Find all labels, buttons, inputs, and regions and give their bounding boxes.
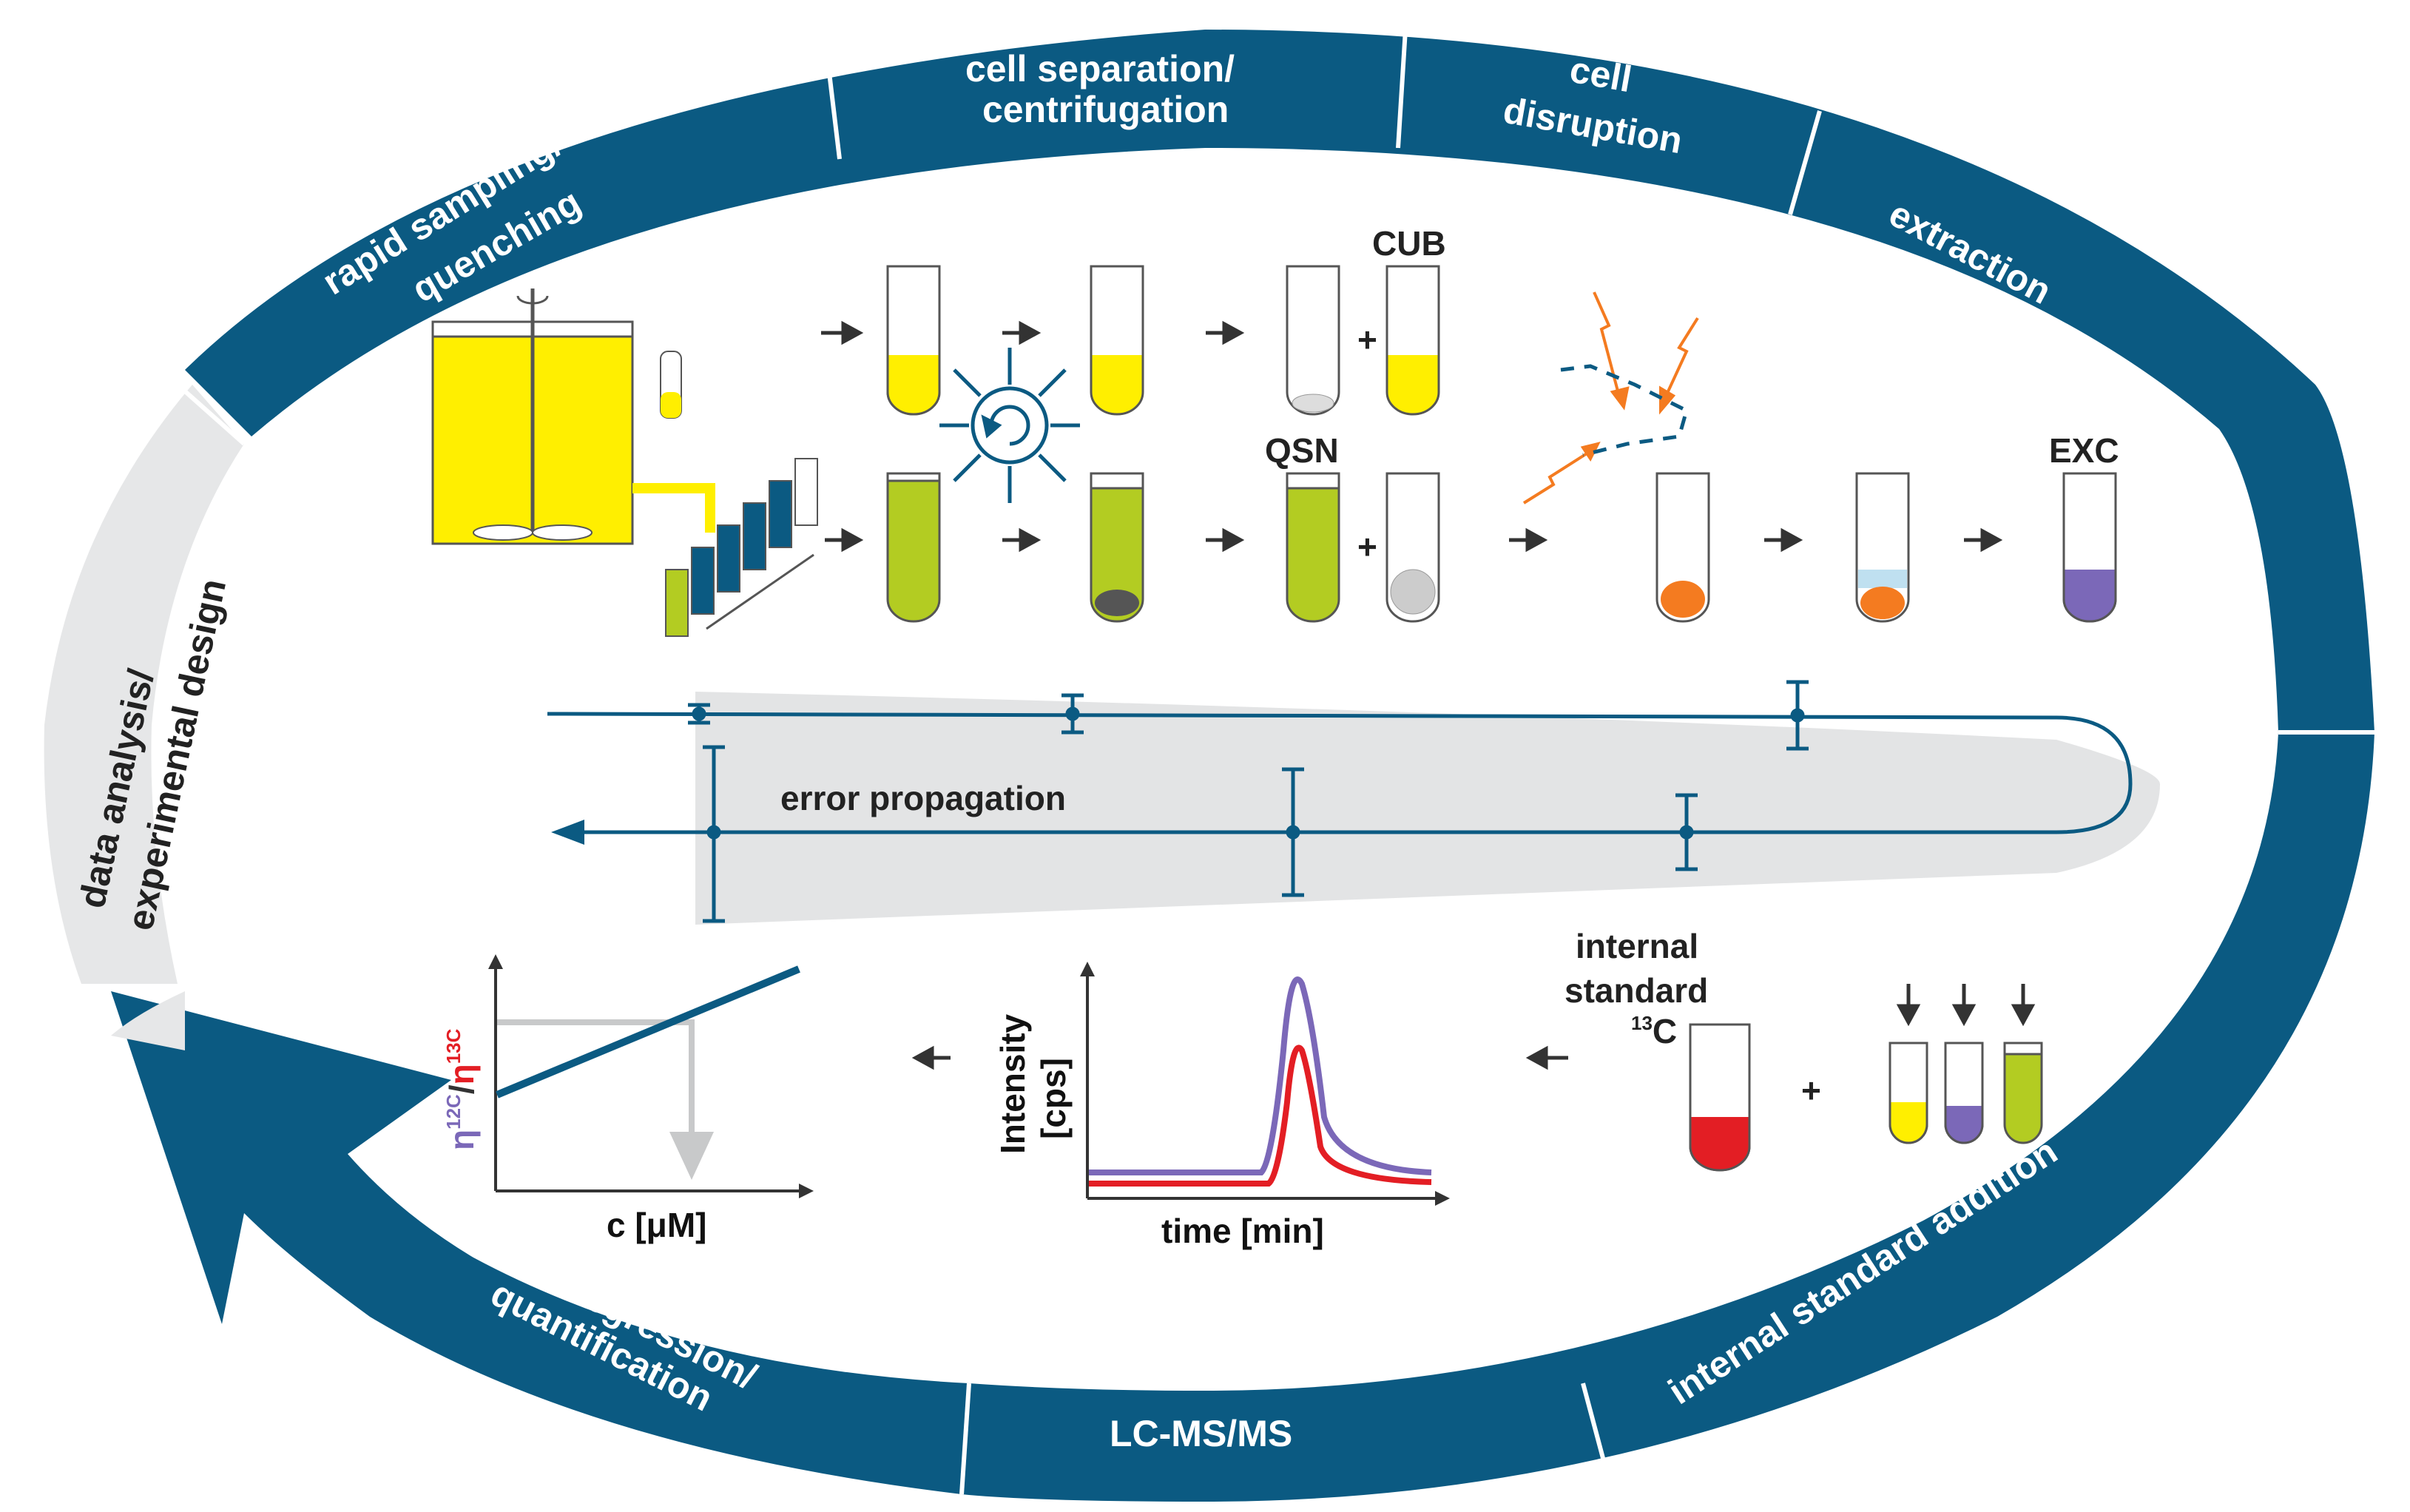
calibration-plot: c [μM] η12C/η13C xyxy=(442,954,814,1244)
calibration-readout-arrow xyxy=(669,1132,714,1180)
arrow-to-chromatogram xyxy=(1525,1045,1568,1070)
ring-segment-top xyxy=(185,30,2374,732)
ring-grey-tail xyxy=(111,991,185,1050)
ring-segment-bottom-right xyxy=(962,732,2374,1502)
calibration-readout-line xyxy=(497,1019,695,1139)
calibration-ylabel: η12C/η13C xyxy=(442,1028,481,1150)
calibration-xlabel: c [μM] xyxy=(607,1206,706,1244)
label-lcms: LC-MS/MS xyxy=(1110,1413,1292,1454)
label-cell-separation-line2: centrifugation xyxy=(982,89,1229,130)
flow-arrows xyxy=(821,320,2003,553)
process-ring xyxy=(44,29,2374,1502)
sample-tubes-triple xyxy=(1888,1042,2043,1144)
cell-disruption-lightning-icon xyxy=(1522,291,1699,504)
tube-disrupted-orange xyxy=(1655,472,1710,623)
ring-separators xyxy=(176,29,2374,1495)
tube-quenched-green xyxy=(886,472,941,623)
tube-pellet-grey xyxy=(1385,472,1440,623)
chromatogram-trace-red xyxy=(1089,1044,1432,1187)
plus-sign-row1: + xyxy=(1357,320,1377,359)
error-path-line xyxy=(547,712,2133,834)
ring-segment-bottom-left xyxy=(111,991,969,1494)
chromatogram-xlabel: time [min] xyxy=(1161,1212,1324,1250)
tube-cub xyxy=(1385,265,1440,416)
error-path-arrowhead xyxy=(551,820,584,845)
error-propagation-diagram: error propagation xyxy=(547,680,2160,925)
plus-sign-row2: + xyxy=(1357,527,1377,566)
tubes xyxy=(886,265,2117,623)
chromatogram-ylabel-2: [cps] xyxy=(1034,1058,1073,1139)
chromatogram-ylabel-1: Intensity xyxy=(993,1013,1032,1154)
tube-pellet-empty xyxy=(1286,265,1340,416)
plus-sign-standard: + xyxy=(1801,1071,1821,1110)
tube-quenched-yellow xyxy=(886,265,941,416)
tube-extraction-blue xyxy=(1855,472,1910,623)
tube-qsn xyxy=(1286,472,1340,623)
internal-standard-box: internal standard 13C xyxy=(1525,927,2043,1172)
down-arrows-triple xyxy=(1896,984,2036,1027)
centrifuge-icon xyxy=(939,348,1080,503)
label-cub: CUB xyxy=(1372,224,1446,263)
tube-exc xyxy=(2062,472,2117,623)
calibration-regression-line xyxy=(496,965,800,1098)
label-qsn: QSN xyxy=(1265,431,1339,470)
error-propagation-label: error propagation xyxy=(780,779,1066,817)
bioreactor xyxy=(431,288,818,637)
sampling-tube-line xyxy=(632,483,715,533)
chromatogram-plot: Intensity [cps] time [min] xyxy=(911,962,1450,1250)
tube-internal-standard-red xyxy=(1689,1023,1751,1172)
arrow-to-calibration xyxy=(911,1045,951,1070)
label-exc: EXC xyxy=(2049,431,2119,470)
label-cell-separation-line1: cell separation/ xyxy=(965,48,1235,90)
internal-standard-isotope: 13C xyxy=(1631,1012,1677,1050)
sampling-tube-rack xyxy=(665,458,818,637)
chromatogram-trace-purple xyxy=(1089,976,1432,1175)
tube-centrifuged-green xyxy=(1090,472,1144,623)
ring-segment-data-analysis xyxy=(44,385,244,984)
internal-standard-line1: internal xyxy=(1576,927,1698,965)
tube-centrifuged-yellow xyxy=(1090,265,1144,416)
internal-standard-line2: standard xyxy=(1565,971,1708,1010)
